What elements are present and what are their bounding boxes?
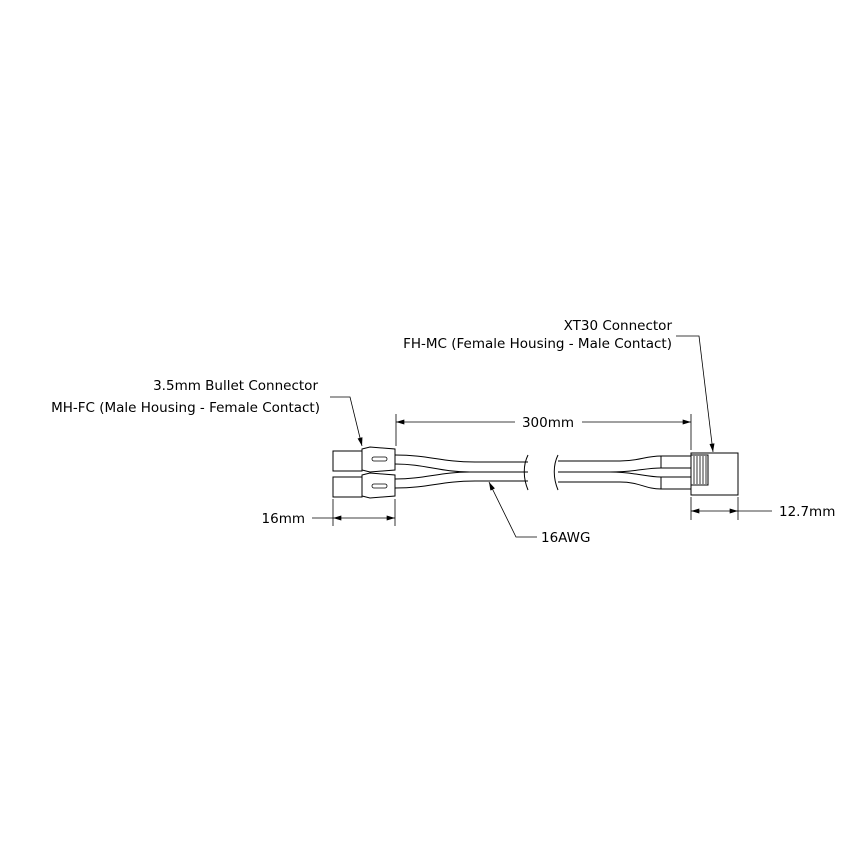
xt30-connector-label: XT30 Connector	[564, 318, 673, 334]
dimension-16mm: 16mm	[262, 499, 396, 527]
bullet-leader	[330, 396, 363, 447]
bullet-connector-type-label: MH-FC (Male Housing - Female Contact)	[51, 400, 320, 416]
xt30-connector	[660, 452, 739, 496]
wire-gauge-leader	[488, 481, 537, 538]
xt30-connector-type-label: FH-MC (Female Housing - Male Contact)	[403, 336, 672, 352]
wire-gauge-label: 16AWG	[541, 530, 591, 546]
cable-length-label: 300mm	[522, 415, 574, 431]
bullet-length-label: 16mm	[262, 511, 305, 527]
bullet-connector	[332, 446, 396, 499]
wire-right	[553, 454, 662, 491]
dimension-300mm: 300mm	[395, 414, 692, 450]
wire-left	[394, 454, 529, 491]
xt30-leader	[676, 335, 715, 453]
xt30-width-label: 12.7mm	[779, 504, 835, 520]
bullet-connector-label: 3.5mm Bullet Connector	[153, 378, 318, 394]
dimension-12-7mm: 12.7mm	[690, 497, 835, 520]
